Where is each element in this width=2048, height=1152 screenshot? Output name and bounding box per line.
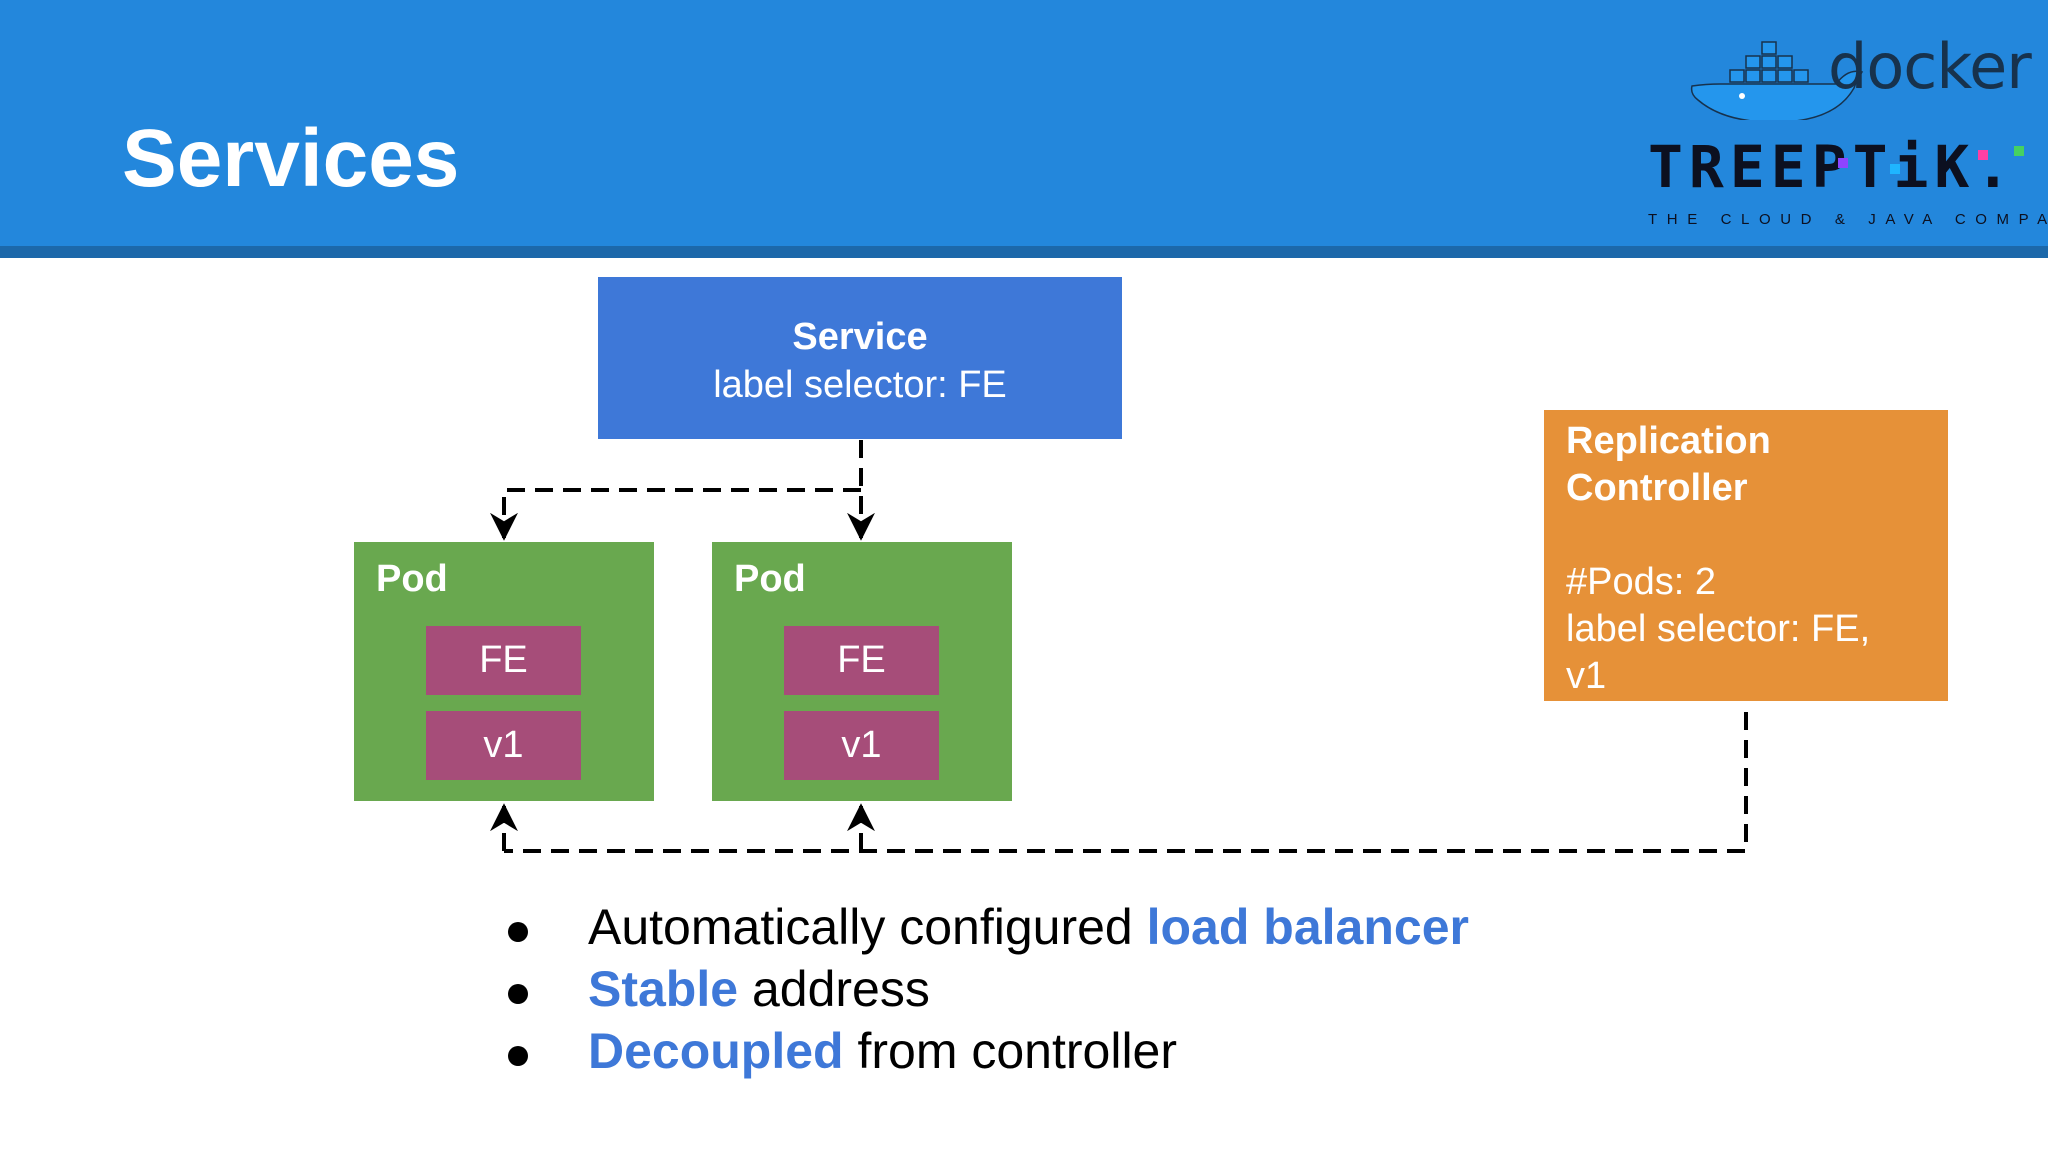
pod-label: Pod [734,558,806,600]
bullet-dot-icon [508,1046,528,1066]
service-selector: label selector: FE [713,364,1007,406]
pod-box-2: Pod FE v1 [712,542,1012,801]
rc-pod-count: #Pods: 2 [1566,561,1716,603]
slide-title: Services [122,113,460,204]
header-divider [0,246,2048,258]
rc-title-line1: Replication [1566,420,1771,462]
docker-wordmark: docker [1828,30,2032,103]
pod-tag-version: v1 [784,711,939,780]
docker-whale-icon [1690,41,1864,120]
bullet-item: Decoupled from controller [500,1020,1469,1082]
bullet-item: Automatically configured load balancer [500,896,1469,958]
treeptik-pixel-accents-icon [1838,146,2024,174]
slide-header [0,0,2048,246]
rc-to-pods-line [504,712,1748,853]
pod-tag-version: v1 [426,711,581,780]
treeptik-wordmark: TREEPTiK. [1648,133,2017,201]
pod-label: Pod [376,558,448,600]
pod-tag-fe: FE [784,626,939,695]
service-to-pod1-arrow [490,488,861,541]
service-title: Service [792,316,928,358]
bullet-dot-icon [508,922,528,942]
bullet-list: Automatically configured load balancer S… [500,896,1469,1082]
bullet-dot-icon [508,984,528,1004]
rc-title-line2: Controller [1566,467,1748,509]
rc-selector-line1: label selector: FE, [1566,608,1871,650]
service-box: Service label selector: FE [598,277,1122,439]
pod-tag-fe: FE [426,626,581,695]
pod-box-1: Pod FE v1 [354,542,654,801]
bullet-item: Stable address [500,958,1469,1020]
rc-selector-line2: v1 [1566,655,1607,697]
replication-controller-box: Replication Controller #Pods: 2 label se… [1544,410,1948,701]
treeptik-tagline: THE CLOUD & JAVA COMPANY [1648,211,2048,228]
